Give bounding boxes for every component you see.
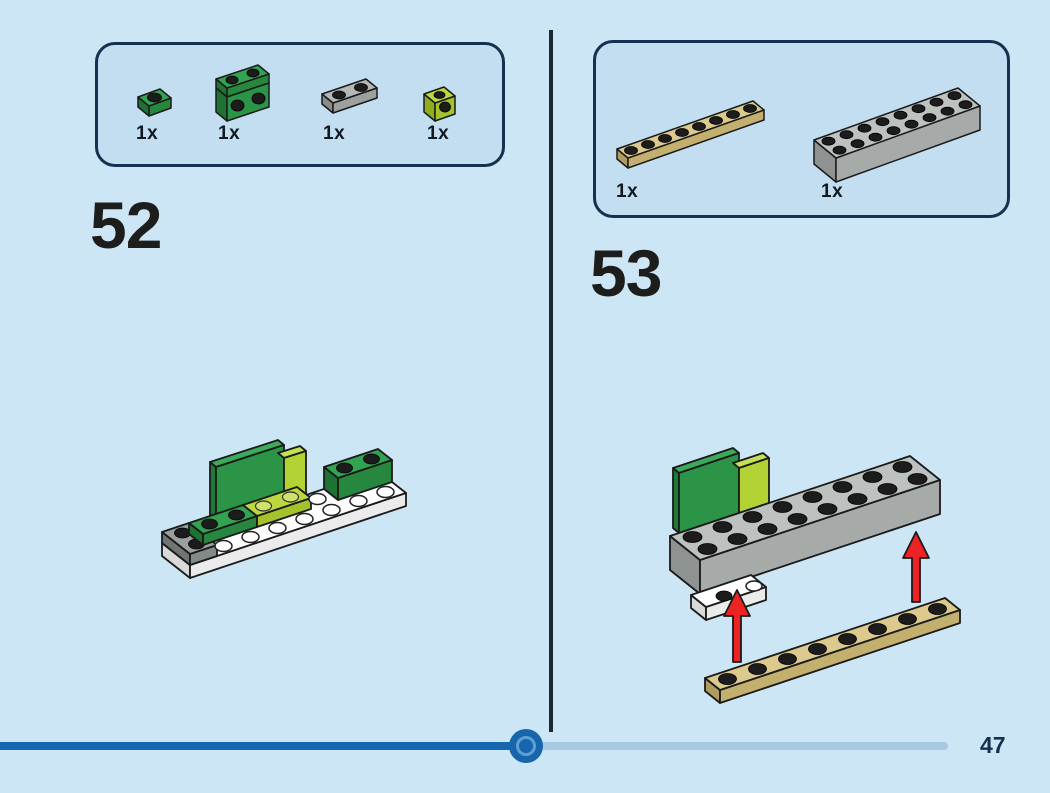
up-arrow-icon [723, 589, 751, 663]
step-number-52: 52 [90, 188, 162, 262]
part-count: 1x [136, 123, 159, 144]
plate-1x8-tan-icon [616, 100, 765, 169]
assembly-illustration-53 [669, 447, 961, 704]
part-count: 1x [218, 123, 241, 144]
bracket-1x2-green-icon [215, 64, 270, 122]
part-count: 1x [821, 181, 844, 202]
step-number-53: 53 [590, 236, 662, 310]
parts-box-52: 1x 1x 1x 1x [95, 42, 505, 167]
part-count: 1x [427, 123, 450, 144]
progress-bar-filled[interactable] [0, 742, 514, 750]
up-arrow-icon [902, 531, 930, 603]
brick-2x8-gray-icon [813, 87, 981, 183]
page-number: 47 [980, 732, 1006, 758]
progress-knob-ring-icon [516, 736, 536, 756]
progress-knob[interactable] [509, 729, 543, 763]
parts-box-53: 1x 1x [593, 40, 1010, 218]
plate-1x2-gray-icon [321, 78, 378, 114]
plate-1x1-green-icon [137, 88, 172, 117]
progress-bar-remaining[interactable] [538, 742, 948, 750]
parts-53-illustration [616, 87, 981, 183]
part-count: 1x [323, 123, 346, 144]
assembly-illustration-52 [161, 439, 407, 579]
brick-1x1-side-stud-lime-icon [423, 86, 456, 122]
part-count: 1x [616, 181, 639, 202]
parts-52-illustration [137, 64, 456, 122]
column-divider [549, 30, 553, 732]
